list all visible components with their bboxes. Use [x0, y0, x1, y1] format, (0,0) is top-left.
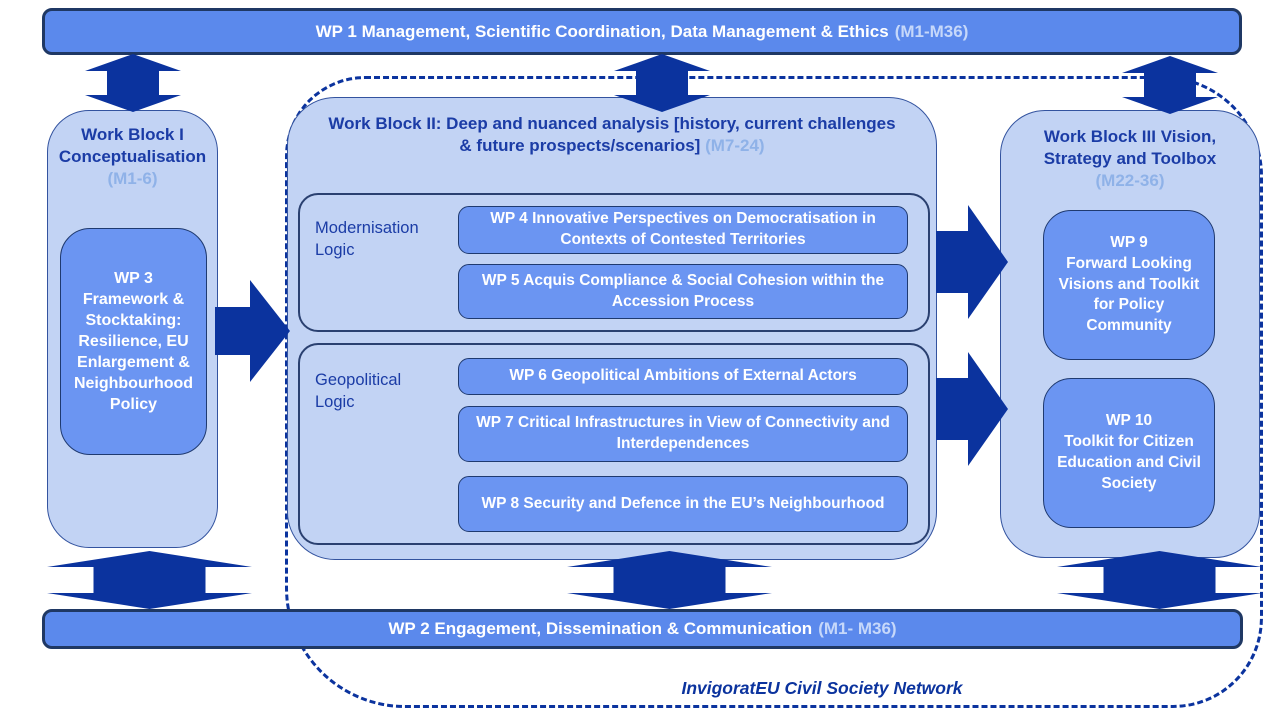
wp2-bar-label: WP 2 Engagement, Dissemination & Communi… [388, 619, 813, 638]
modernisation-logic-group: Modernisation Logic WP 4 Innovative Pers… [298, 193, 930, 332]
work-block-2-panel: Work Block II: Deep and nuanced analysis… [287, 97, 937, 560]
wp3-box: WP 3 Framework & Stocktaking: Resilience… [60, 228, 207, 455]
civil-society-network-dashed-border [285, 76, 1263, 708]
civil-society-network-label: InvigoratEU Civil Society Network [681, 678, 963, 698]
wp4-box: WP 4 Innovative Perspectives on Democrat… [458, 206, 908, 254]
wp1-bar-label: WP 1 Management, Scientific Coordination… [315, 21, 889, 41]
double-arrow-icon [614, 54, 710, 112]
work-block-1-title: Work Block I Conceptualisation (M1-6) [58, 125, 207, 189]
double-arrow-icon [85, 54, 181, 112]
geopolitical-logic-label: Geopolitical Logic [315, 371, 402, 412]
double-arrow-icon [1122, 56, 1218, 114]
wp10-id: WP 10 [1105, 412, 1153, 430]
work-block-2-months: (M7-24) [705, 136, 765, 156]
right-arrow-icon [936, 205, 1008, 319]
wp9-text: Forward Looking Visions and Toolkit for … [1058, 254, 1200, 335]
double-arrow-icon [567, 551, 772, 609]
work-block-2-title: Work Block II: Deep and nuanced analysis… [328, 114, 896, 156]
wp2-bar: WP 2 Engagement, Dissemination & Communi… [42, 609, 1243, 649]
modernisation-logic-label: Modernisation Logic [315, 219, 419, 260]
wp6-box: WP 6 Geopolitical Ambitions of External … [458, 358, 908, 395]
double-arrow-icon [47, 551, 252, 609]
right-arrow-icon [215, 280, 290, 382]
wp2-bar-months: (M1- M36) [818, 619, 897, 638]
geopolitical-logic-group: Geopolitical Logic WP 6 Geopolitical Amb… [298, 343, 930, 545]
work-block-1-months: (M1-6) [107, 169, 158, 189]
work-block-3-months: (M22-36) [1095, 171, 1165, 191]
wp9-box: WP 9 Forward Looking Visions and Toolkit… [1043, 210, 1215, 360]
work-block-3-title: Work Block III Vision, Strategy and Tool… [1043, 127, 1217, 191]
wp10-box: WP 10 Toolkit for Citizen Education and … [1043, 378, 1215, 528]
wp8-box: WP 8 Security and Defence in the EU’s Ne… [458, 476, 908, 532]
right-arrow-icon [936, 352, 1008, 466]
wp10-text: Toolkit for Citizen Education and Civil … [1057, 433, 1201, 492]
wp5-box: WP 5 Acquis Compliance & Social Cohesion… [458, 264, 908, 319]
wp9-id: WP 9 [1110, 233, 1148, 251]
wp3-id: WP 3 [114, 269, 153, 287]
double-arrow-icon [1057, 551, 1262, 609]
wp3-text: Framework & Stocktaking: Resilience, EU … [73, 290, 194, 414]
wp1-bar-months: (M1-M36) [894, 21, 969, 41]
wp1-bar: WP 1 Management, Scientific Coordination… [42, 8, 1242, 55]
wp7-box: WP 7 Critical Infrastructures in View of… [458, 406, 908, 462]
